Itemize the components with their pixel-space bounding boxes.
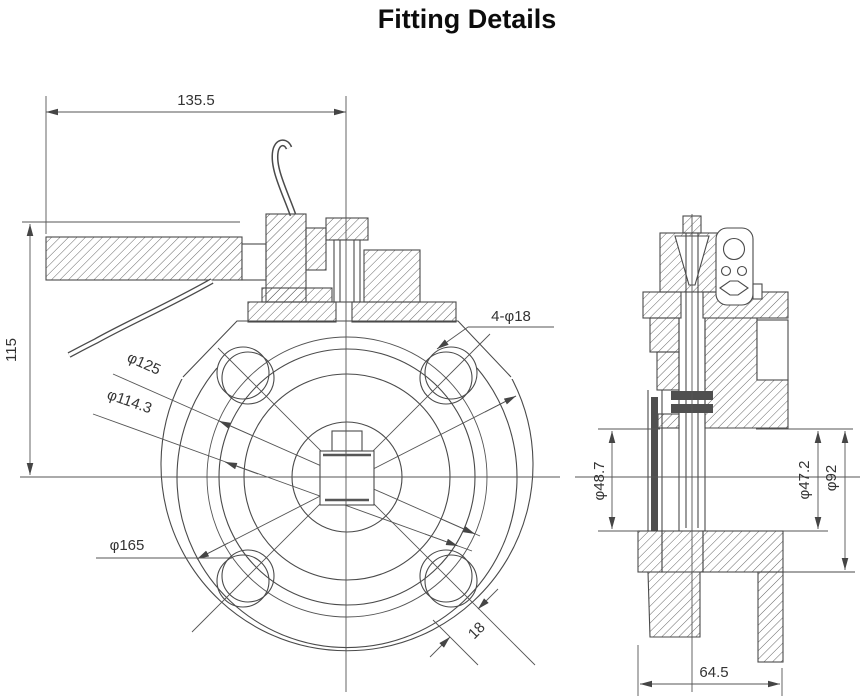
drawing-title: Fitting Details (378, 4, 557, 34)
body-top-outline (182, 320, 512, 378)
dim-bolt-holes: 4-φ18 (436, 308, 554, 350)
dim-height: 115 (3, 221, 240, 475)
dim-left-bore-label: φ48.7 (591, 462, 608, 501)
dim-hub-label: φ92 (823, 465, 840, 491)
gland-left-1 (649, 317, 680, 353)
handle-trigger (67, 278, 214, 358)
dim-width: 135.5 (45, 92, 346, 234)
side-centerlines (575, 214, 860, 692)
dim-left-bore: φ48.7 (591, 428, 660, 532)
grip-hole-small-right (736, 265, 748, 277)
body-lower-left (661, 530, 704, 573)
dim-raised-face-label: φ114.3 (105, 386, 154, 417)
front-centerlines (20, 96, 560, 692)
dim-depth-label: 64.5 (699, 664, 728, 681)
pad-left (642, 291, 682, 319)
gland-left-2 (656, 351, 680, 391)
flange-face-left (647, 390, 663, 531)
diameter-dimension-lines (92, 373, 517, 560)
dim-depth: 64.5 (637, 645, 783, 696)
bore-lines (662, 427, 679, 532)
side-view: φ48.7 φ47.2 φ92 64.5 (575, 214, 860, 696)
gland-left-3 (657, 413, 680, 429)
body-hub-right (702, 530, 784, 573)
lever-handle (45, 236, 267, 281)
dim-height-label: 115 (3, 338, 20, 362)
bolt-holes (216, 346, 478, 608)
body-foot (647, 571, 701, 638)
stem-square-bore (319, 430, 375, 506)
dim-right-bore: φ47.2 (756, 428, 853, 532)
grip-hole-large (722, 237, 746, 261)
handle-end-view (715, 227, 763, 306)
handle-latch (271, 139, 297, 217)
dim-bolt-holes-label: 4-φ18 (491, 308, 531, 325)
front-view: 135.5 115 4-φ18 φ125 φ114.3 φ165 18 (3, 92, 560, 692)
dim-width-label: 135.5 (177, 92, 215, 109)
dim-right-bore-label: φ47.2 (796, 461, 813, 500)
dim-hub: φ92 (823, 431, 849, 570)
dim-hole-offset-label: 18 (465, 619, 489, 643)
dim-flange-od-label: φ165 (110, 537, 145, 554)
grip-hex-hole (719, 280, 749, 296)
grip-tab (752, 283, 763, 300)
stem-assembly (247, 213, 457, 323)
flange-right-bar (757, 571, 784, 663)
grip-hole-small-left (720, 265, 732, 277)
flange-left-block (637, 530, 663, 573)
neck-window (756, 319, 789, 381)
